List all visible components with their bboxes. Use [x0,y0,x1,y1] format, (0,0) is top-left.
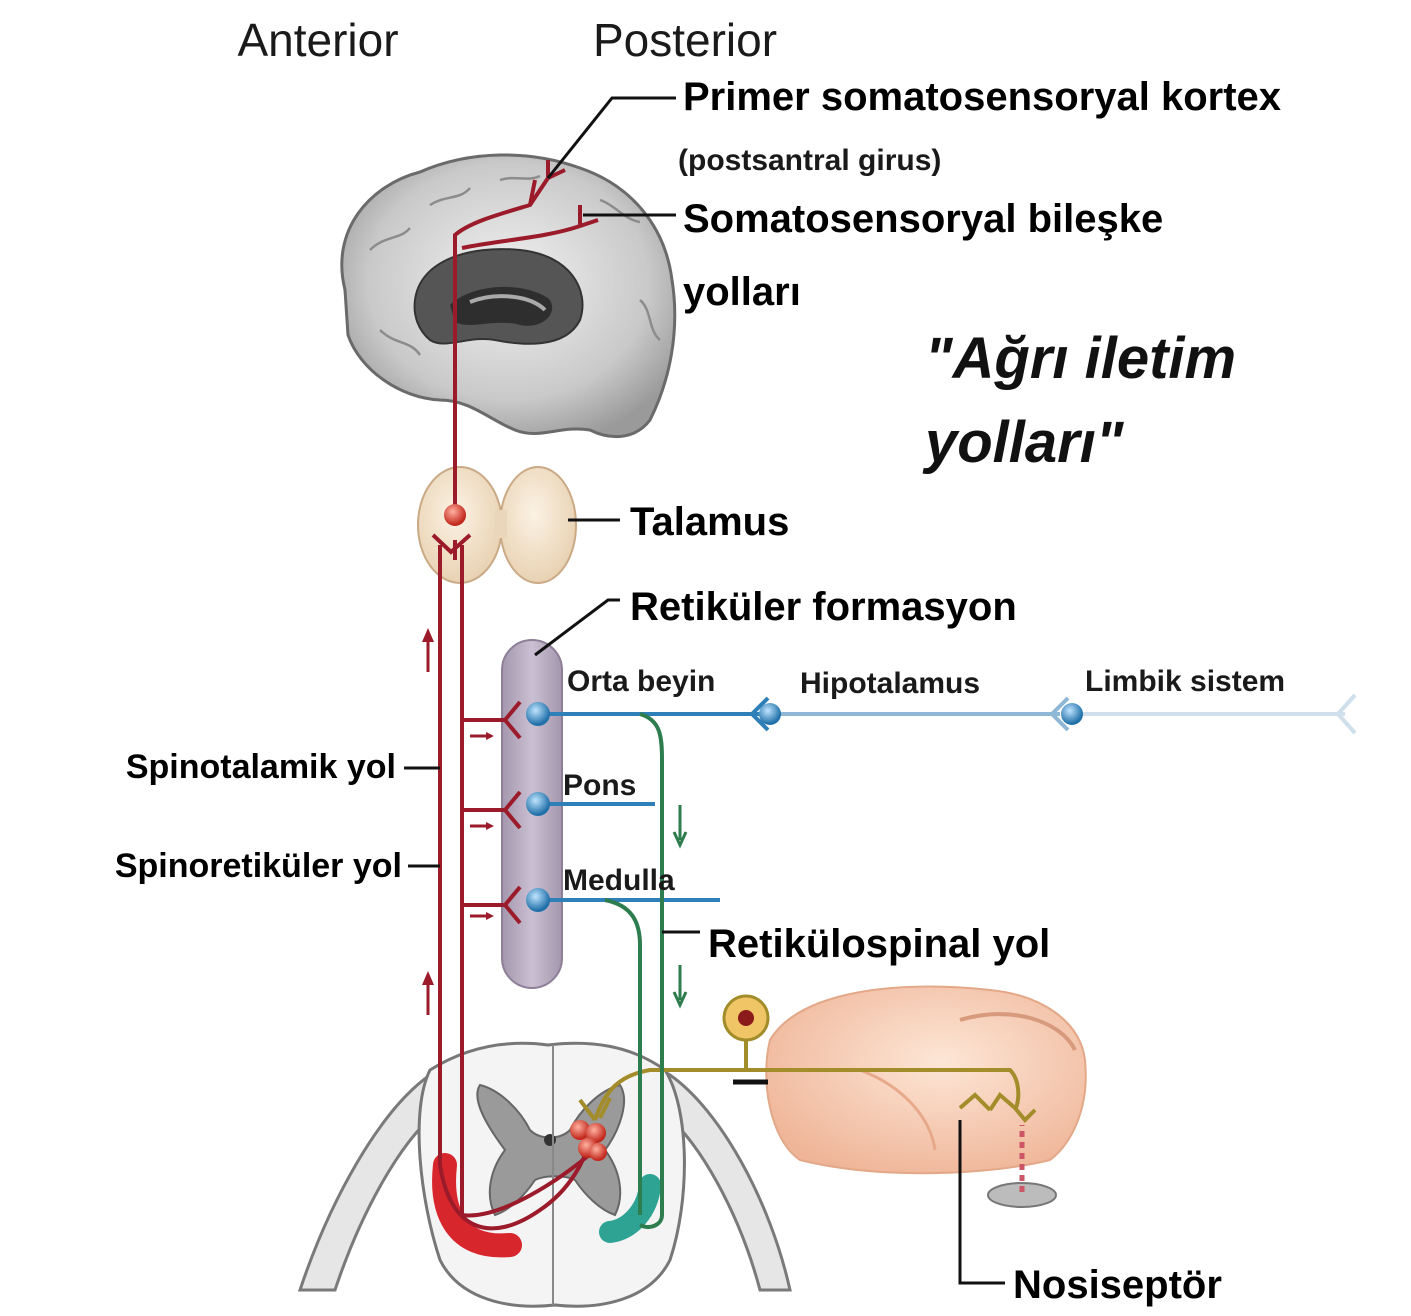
title-line1: "Ağrı iletim [925,326,1236,391]
limbic-neuron [1061,703,1083,725]
reticular-formation-label: Retiküler formasyon [630,585,1017,629]
pons-label: Pons [563,769,636,802]
medulla-label: Medulla [563,864,675,897]
midbrain-neuron [526,702,550,726]
hypothalamus-neuron [759,703,781,725]
anterior-label: Anterior [237,14,398,66]
thalamus-label: Talamus [630,500,789,544]
spinothalamic-label: Spinotalamik yol [126,748,396,786]
finger-illustration [766,987,1086,1207]
reticulospinal-label: Retikülospinal yol [708,922,1050,966]
pons-neuron [526,792,550,816]
association-pathways-label-line1: Somatosensoryal bileşke [683,197,1163,241]
association-pathways-label-line2: yolları [683,270,801,314]
midbrain-label: Orta beyin [567,665,715,698]
primary-cortex-label: Primer somatosensoryal kortex [683,75,1281,119]
brain-sagittal-section [342,155,675,437]
nociceptor-label: Nosiseptör [1013,1263,1222,1307]
title-line2: yolları" [922,410,1125,475]
dorsal-horn-neuron [589,1143,607,1161]
spinal-cord-cross-section [300,1043,790,1306]
hypothalamus-label: Hipotalamus [800,667,980,700]
spinoreticular-label: Spinoretiküler yol [115,847,402,885]
medulla-neuron [526,888,550,912]
posterior-label: Posterior [593,14,777,66]
postcentral-gyrus-label: (postsantral girus) [678,144,941,177]
limbic-system-label: Limbik sistem [1085,665,1285,698]
thalamic-relay-neuron [444,504,466,526]
